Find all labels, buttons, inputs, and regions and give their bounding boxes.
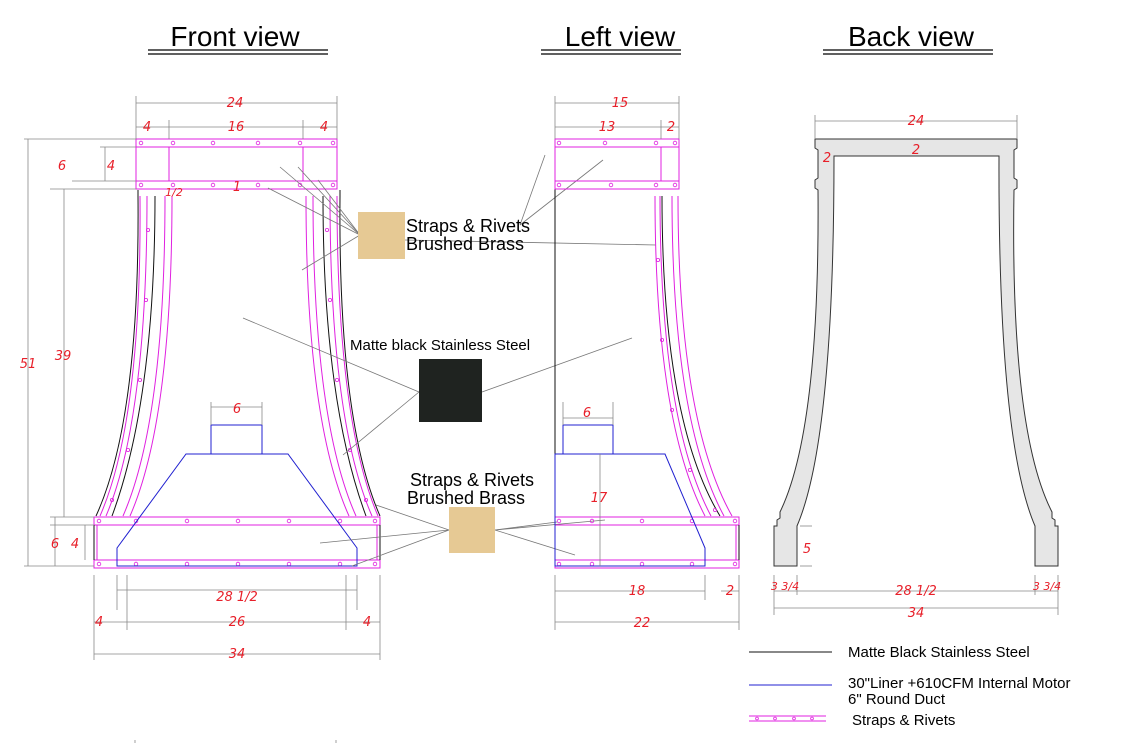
brass-callout-top-line2: Brushed Brass <box>406 234 524 254</box>
front-dim-strap-height: 6 <box>58 159 66 174</box>
left-view: 15 13 2 6 17 18 2 22 <box>554 96 740 631</box>
back-dim-foot-right: 3 3/4 <box>1033 580 1061 593</box>
left-dim-top-main: 13 <box>599 120 616 135</box>
back-dim-inner-width: 28 1/2 <box>895 584 937 599</box>
left-dim-top-depth: 15 <box>612 96 629 111</box>
back-dim-foot-left: 3 3/4 <box>771 580 799 593</box>
legend-blue-label-2: 6" Round Duct <box>848 691 946 708</box>
left-dim-bottom-depth: 22 <box>634 616 651 631</box>
front-dim-inner-bottom: 26 <box>229 615 246 630</box>
back-silhouette <box>773 138 1059 567</box>
left-liner-outline <box>554 453 706 567</box>
front-body-outline <box>95 190 381 517</box>
back-view-title: Back view <box>848 21 975 52</box>
front-dim-inner-1: 1 <box>233 180 241 195</box>
legend-black-label: Matte Black Stainless Steel <box>848 644 1030 661</box>
brass-callout-bottom-line2: Brushed Brass <box>407 488 525 508</box>
view-titles: Front view Left view Back view <box>148 21 993 55</box>
front-duct <box>210 424 263 455</box>
left-dim-liner-height: 17 <box>591 491 608 506</box>
front-dim-side-right: 4 <box>363 615 371 630</box>
brass-swatch-top <box>358 212 405 259</box>
brass-callout-bottom-line1: Straps & Rivets <box>410 470 534 490</box>
back-dim-bottom-width: 34 <box>908 606 925 621</box>
front-view: 24 4 16 4 6 4 1/2 1 51 39 6 6 4 28 1/2 4… <box>20 96 381 743</box>
front-dim-side-left: 4 <box>95 615 103 630</box>
front-view-title: Front view <box>170 21 300 52</box>
front-dim-bottom-width: 34 <box>229 647 246 662</box>
left-dim-side: 2 <box>726 584 734 599</box>
front-dim-body-height: 39 <box>55 349 72 364</box>
front-dim-duct-width: 6 <box>233 402 241 417</box>
front-dim-bottom-strap: 6 <box>51 537 59 552</box>
front-liner-outline <box>116 453 358 567</box>
back-dim-wall-top: 2 <box>912 143 920 158</box>
front-dim-liner-width: 28 1/2 <box>216 590 258 605</box>
brass-callout-top-line1: Straps & Rivets <box>406 216 530 236</box>
front-dim-top-left: 4 <box>143 120 151 135</box>
back-dim-notch: 5 <box>803 542 811 557</box>
legend-strap-line <box>749 715 826 722</box>
front-dim-top-width: 24 <box>227 96 244 111</box>
front-dim-total-height: 51 <box>20 357 37 372</box>
steel-callout-label: Matte black Stainless Steel <box>350 337 530 354</box>
legend-blue-label-1: 30"Liner +610CFM Internal Motor <box>848 675 1071 692</box>
back-dim-top-width: 24 <box>908 114 925 129</box>
left-dim-liner-depth: 18 <box>629 584 646 599</box>
front-dim-bottom-gap: 4 <box>71 537 79 552</box>
legend: Matte Black Stainless Steel 30"Liner +61… <box>749 644 1071 729</box>
front-dim-inner-half: 1/2 <box>165 186 183 199</box>
left-dim-duct-width: 6 <box>583 406 591 421</box>
brass-swatch-bottom <box>449 507 495 553</box>
back-dim-wall-left: 2 <box>823 151 831 166</box>
left-duct <box>562 424 614 455</box>
back-view: 24 2 2 5 3 3/4 28 1/2 3 3/4 34 <box>771 114 1061 621</box>
front-dim-top-mid: 16 <box>228 120 245 135</box>
legend-strap-label: Straps & Rivets <box>852 712 955 729</box>
front-dim-top-right: 4 <box>320 120 328 135</box>
left-view-title: Left view <box>565 21 676 52</box>
front-dim-strap-gap: 4 <box>107 159 115 174</box>
callouts: Straps & Rivets Brushed Brass Matte blac… <box>242 154 657 567</box>
left-dim-top-small: 2 <box>667 120 675 135</box>
matte-black-swatch <box>419 359 482 422</box>
